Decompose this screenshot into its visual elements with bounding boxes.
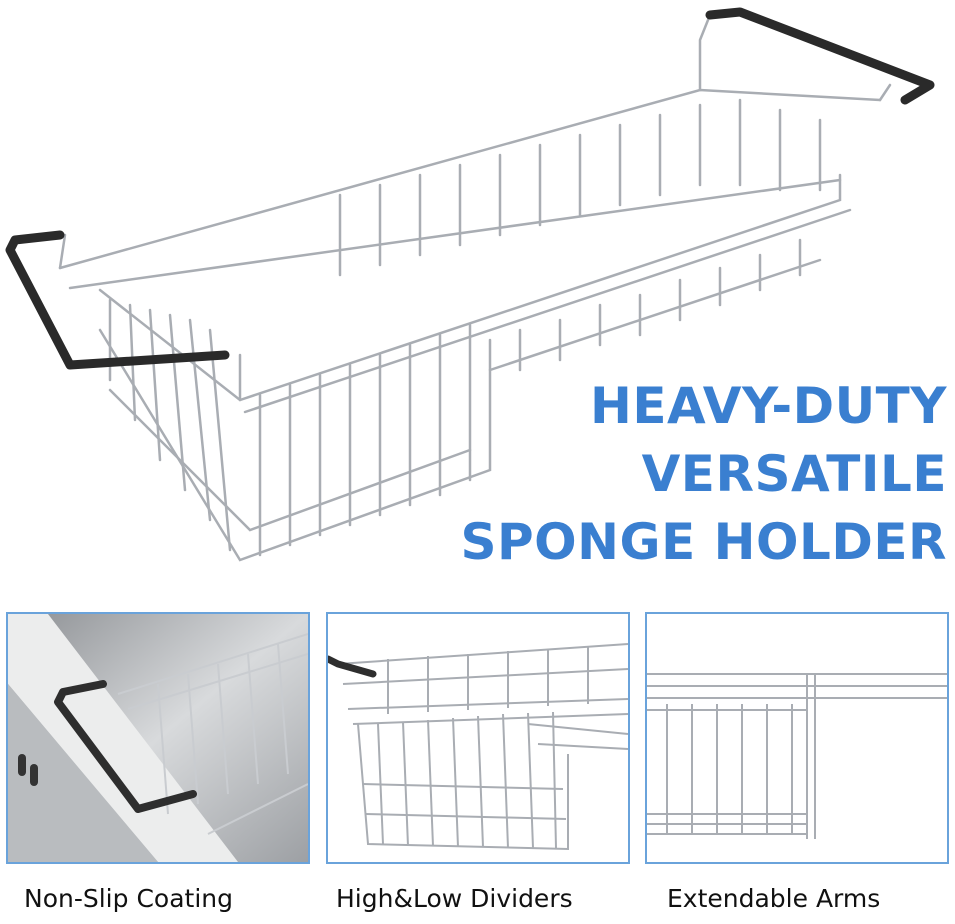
feature-panel-dividers [326, 612, 630, 864]
headline-line-3: SPONGE HOLDER [460, 513, 947, 571]
headline-line-2: VERSATILE [641, 445, 947, 503]
high-low-dividers-image [328, 614, 628, 862]
headline-line-1: HEAVY-DUTY [589, 377, 947, 435]
feature-label-extendable: Extendable Arms [667, 884, 881, 913]
hero-product-image [5, 7, 935, 562]
feature-label-dividers: High&Low Dividers [336, 884, 573, 913]
wire-basket-illustration [5, 7, 935, 562]
extendable-arms-image [647, 614, 947, 862]
feature-panel-non-slip [6, 612, 310, 864]
non-slip-coating-image [8, 614, 308, 862]
grip-handles [5, 7, 935, 370]
feature-panel-extendable [645, 612, 949, 864]
headline: HEAVY-DUTY VERSATILE SPONGE HOLDER [461, 372, 947, 576]
feature-label-non-slip: Non-Slip Coating [24, 884, 233, 913]
